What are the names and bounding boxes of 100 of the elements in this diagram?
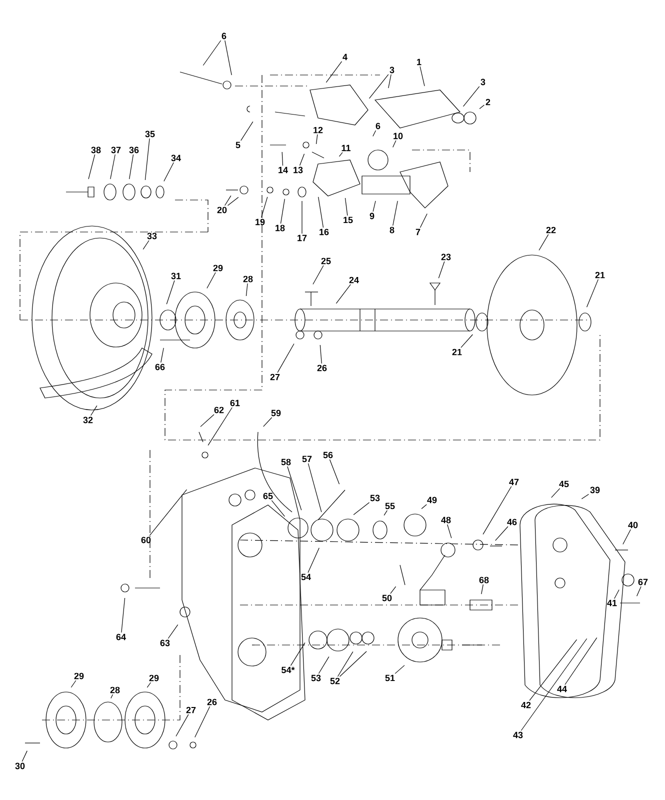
callout-number: 47 — [509, 478, 519, 486]
leader-line — [160, 348, 164, 363]
callout-number: 17 — [298, 234, 307, 242]
callout-number: 21 — [452, 348, 462, 356]
callout-number: 19 — [256, 218, 265, 226]
callout-number: 53 — [370, 494, 380, 502]
leader-line — [564, 637, 598, 685]
leader-line — [320, 344, 322, 364]
leader-line — [339, 651, 367, 677]
callout-number: 56 — [323, 452, 333, 458]
callout-number: 27 — [186, 706, 196, 714]
callout-number: 21 — [595, 272, 605, 278]
callout-number: 16 — [320, 228, 329, 236]
leader-line — [482, 486, 512, 535]
callout-number: 65 — [263, 492, 273, 500]
leader-line — [88, 154, 96, 180]
callout-number: 58 — [281, 458, 291, 466]
leader-line — [176, 714, 189, 737]
leader-line — [447, 524, 452, 538]
leader-line — [479, 104, 484, 110]
callout-number: 24 — [349, 276, 359, 284]
leader-line — [263, 417, 272, 427]
leader-line — [224, 195, 232, 206]
callout-number: 60 — [141, 536, 151, 544]
callout-number: 26 — [317, 364, 327, 372]
leader-line — [308, 548, 320, 573]
callout-number: 50 — [382, 594, 392, 602]
callout-number: 45 — [559, 480, 569, 488]
callout-number: 14 — [278, 166, 288, 174]
callout-number: 3 — [390, 66, 394, 74]
callout-number: 67 — [638, 578, 648, 586]
leader-line — [318, 656, 330, 674]
callout-number: 68 — [479, 576, 489, 584]
leader-line — [614, 589, 620, 599]
leader-line — [318, 196, 324, 228]
callout-number: 6 — [376, 122, 380, 130]
leader-line — [438, 261, 445, 278]
leader-line — [495, 526, 508, 541]
callout-number: 55 — [385, 502, 395, 510]
callout-number: 27 — [270, 374, 280, 380]
callout-number: 37 — [111, 146, 121, 154]
callout-number: 33 — [147, 232, 157, 240]
callout-number: 20 — [217, 206, 227, 214]
callout-number: 29 — [149, 674, 159, 682]
callout-number: 23 — [441, 254, 451, 260]
leader-line — [246, 283, 248, 296]
callout-number: 10 — [394, 132, 403, 140]
leader-line — [200, 414, 214, 427]
leader-line — [337, 651, 354, 677]
callout-number: 9 — [370, 212, 374, 220]
leader-line — [261, 196, 268, 218]
leader-line — [586, 279, 598, 308]
callout-number: 46 — [507, 518, 517, 526]
callout-number: 54 — [301, 574, 311, 580]
leader-line — [22, 750, 28, 762]
leader-line — [338, 152, 343, 157]
callout-number: 31 — [171, 272, 181, 280]
leader-line — [110, 154, 116, 180]
leader-line — [481, 584, 484, 594]
callout-number: 1 — [417, 58, 422, 66]
leader-line — [462, 86, 480, 107]
callout-number: 66 — [155, 364, 165, 370]
leader-line — [206, 272, 216, 289]
callout-number: 11 — [342, 144, 350, 152]
leader-line — [308, 463, 322, 512]
leader-line — [460, 334, 473, 348]
callout-number: 42 — [521, 702, 531, 708]
callout-number: 6 — [222, 32, 226, 40]
leader-line — [208, 407, 232, 446]
leader-line — [142, 240, 150, 250]
callout-number: 32 — [83, 416, 93, 424]
leader-line — [368, 74, 389, 99]
leader-line — [316, 134, 318, 144]
leader-line — [336, 284, 351, 304]
callout-number: 15 — [344, 216, 353, 224]
callout-number: 59 — [271, 410, 281, 416]
leader-line — [326, 61, 342, 83]
callout-number: 4 — [342, 54, 348, 60]
leader-line — [392, 140, 396, 148]
leader-line — [166, 280, 175, 304]
callout-number: 30 — [15, 762, 25, 770]
callout-number: 39 — [590, 486, 600, 494]
callout-number: 12 — [314, 126, 323, 134]
callout-number: 34 — [171, 154, 181, 162]
leader-line — [144, 138, 150, 180]
leader-line — [164, 162, 174, 182]
callout-number: 3 — [480, 78, 486, 86]
leader-line — [146, 682, 152, 688]
leader-line — [271, 500, 286, 517]
callout-number: 40 — [628, 522, 638, 528]
callout-number: 54* — [282, 666, 295, 674]
callout-number: 26 — [207, 698, 217, 706]
leader-line — [384, 510, 388, 516]
leader-line — [392, 200, 398, 226]
leader-line — [421, 504, 427, 510]
callout-number: 51 — [385, 674, 395, 682]
leader-line — [420, 214, 428, 228]
leader-line — [353, 502, 370, 516]
callout-number: 29 — [213, 264, 223, 272]
leader-line — [277, 343, 294, 373]
